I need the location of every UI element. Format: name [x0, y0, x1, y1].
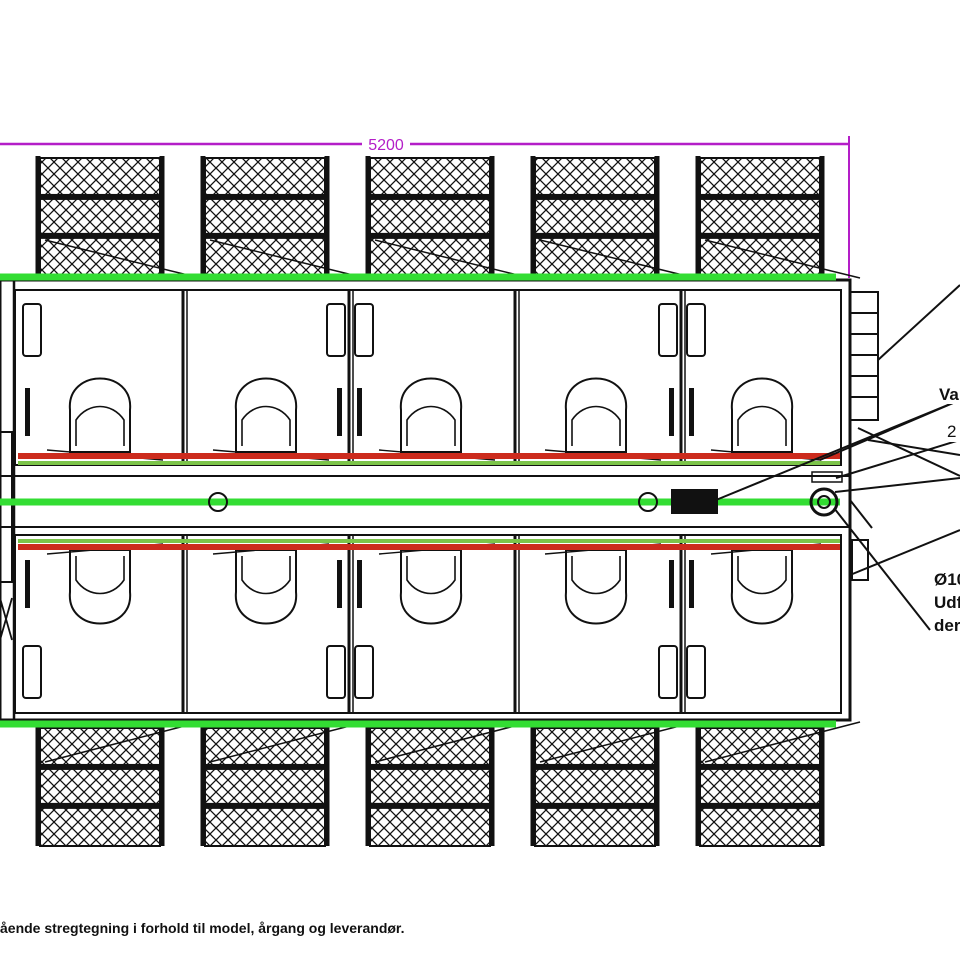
door-handle-icon [354, 645, 374, 699]
entry-step [35, 156, 165, 277]
outlet-middle [638, 492, 658, 512]
lock-bar-icon [25, 560, 30, 608]
lock-bar-icon [357, 388, 362, 436]
entry-steps-bottom-row [35, 721, 861, 847]
toilet-icon [564, 377, 628, 453]
toilet-cabin [513, 535, 678, 713]
entry-step [530, 156, 660, 277]
toilet-icon [399, 549, 463, 625]
toilet-cabin [22, 543, 164, 699]
service-lines [0, 273, 840, 728]
toilet-icon [564, 549, 628, 625]
entry-step [200, 726, 330, 847]
valve-box [671, 489, 718, 514]
door-handle-icon [686, 645, 706, 699]
drain-outlet [809, 487, 839, 517]
toilet-icon [730, 377, 794, 453]
toilet-icon [399, 377, 463, 453]
door-handle-icon [22, 645, 42, 699]
entry-steps-top-row [35, 156, 861, 279]
entry-step [695, 726, 825, 847]
center-outlets [208, 471, 843, 517]
lock-bar-icon [689, 560, 694, 608]
leader-lines [715, 284, 960, 631]
entry-step [365, 726, 495, 847]
end-panel [0, 431, 13, 583]
door-handle-icon [326, 645, 346, 699]
entry-step [35, 726, 165, 847]
cabins-top-row [22, 290, 822, 465]
callout-label: 2 [947, 422, 956, 441]
toilet-icon [234, 549, 298, 625]
door-handle-icon [22, 303, 42, 357]
lock-bar-icon [337, 560, 342, 608]
toilet-icon [68, 377, 132, 453]
entry-step [695, 156, 825, 277]
toilet-icon [68, 549, 132, 625]
toilet-cabin [181, 535, 346, 713]
lock-bar-icon [25, 388, 30, 436]
toilet-cabin [22, 303, 164, 461]
door-handle-icon [658, 303, 678, 357]
drawing-caption: ående stregtegning i forhold til model, … [0, 920, 405, 936]
door-handle-icon [658, 645, 678, 699]
cabins-bottom-row [22, 535, 822, 713]
callout-label: der [934, 616, 960, 635]
entry-step [200, 156, 330, 277]
entry-step [530, 726, 660, 847]
lock-bar-icon [669, 560, 674, 608]
toilet-cabin [347, 535, 496, 713]
dimension-label: 5200 [368, 137, 404, 154]
door-handle-icon [686, 303, 706, 357]
door-handle-icon [354, 303, 374, 357]
lock-bar-icon [689, 388, 694, 436]
toilet-cabin [513, 290, 678, 465]
lock-bar-icon [337, 388, 342, 436]
toilet-cabin [679, 535, 822, 713]
dimension-line: 5200 [0, 134, 850, 278]
outlet-left [208, 492, 228, 512]
entry-step [365, 156, 495, 277]
lock-bar-icon [357, 560, 362, 608]
lock-bar-icon [669, 388, 674, 436]
toilet-cabin [181, 290, 346, 465]
callout-label: Va [939, 385, 959, 404]
toilet-icon [234, 377, 298, 453]
callout-label: Udf [934, 593, 960, 612]
toilet-cabin [347, 290, 496, 465]
toilet-cabin [679, 290, 822, 465]
door-handle-icon [326, 303, 346, 357]
callout-label: Ø10 [934, 570, 960, 589]
callout-labels: Va 2 Ø10 Udf der [932, 382, 960, 636]
toilet-icon [730, 549, 794, 625]
